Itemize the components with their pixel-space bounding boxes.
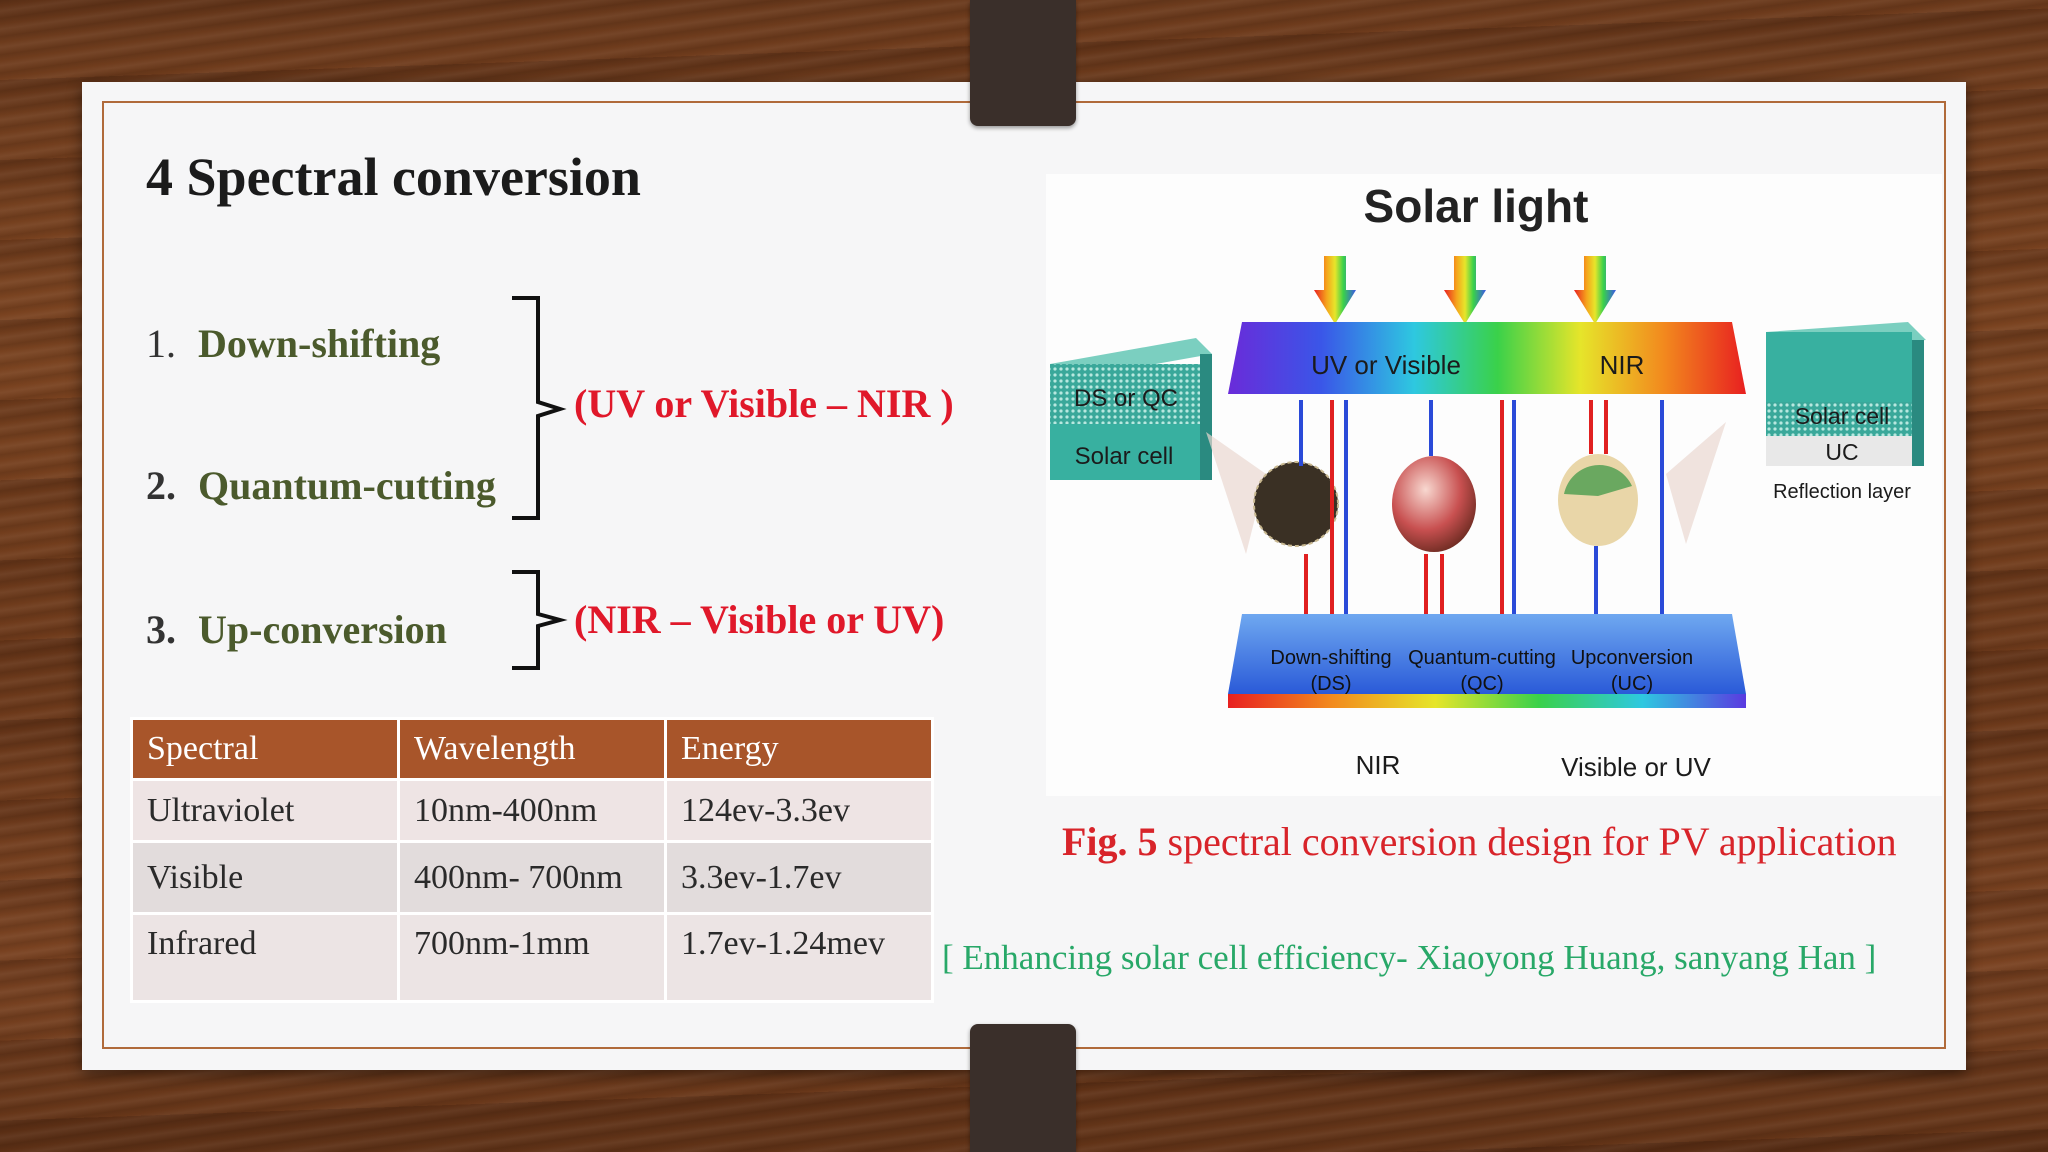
fig-proc-qc: Quantum-cutting <box>1408 647 1556 669</box>
table-cell: 400nm- 700nm <box>397 840 667 915</box>
reference-citation: [ Enhancing solar cell efficiency- Xiaoy… <box>942 938 1877 977</box>
fig-top-left-label: UV or Visible <box>1311 350 1461 380</box>
fig-left-top-label: DS or QC <box>1074 385 1178 412</box>
table-cell: Visible <box>130 840 400 915</box>
table-header: Energy <box>664 717 934 781</box>
top-spectrum-band <box>1228 322 1746 394</box>
table-cell: 700nm-1mm <box>397 912 667 1003</box>
figure-caption-text: spectral conversion design for PV applic… <box>1157 819 1897 864</box>
fig-proc-uc-abbr: (UC) <box>1611 673 1653 695</box>
fig-right-bottom-label: Reflection layer <box>1773 481 1911 503</box>
right-cell-block <box>1766 322 1926 466</box>
list-number: 3. <box>146 607 176 652</box>
process-band <box>1228 614 1746 694</box>
list-item-quantum-cutting: 2. Quantum-cutting <box>146 462 496 509</box>
table-row: Ultraviolet 10nm-400nm 124ev-3.3ev <box>130 778 934 843</box>
table-cell: 10nm-400nm <box>397 778 667 843</box>
table-row: Infrared 700nm-1mm 1.7ev-1.24mev <box>130 912 934 1003</box>
fig-right-top-label: Solar cell <box>1795 403 1890 429</box>
brace-ds-qc <box>512 296 567 520</box>
slide-title: 4 Spectral conversion <box>146 147 641 207</box>
list-label: Down-shifting <box>198 321 441 366</box>
range-uc: (NIR – Visible or UV) <box>574 597 945 642</box>
nanoparticle-spheres <box>1206 422 1726 554</box>
table-cell: 3.3ev-1.7ev <box>664 840 934 915</box>
fig-proc-ds: Down-shifting <box>1270 647 1391 669</box>
list-label: Up-conversion <box>198 607 447 652</box>
fig-bottom-right-label: Visible or UV <box>1561 752 1711 782</box>
fig-right-mid-label: UC <box>1825 439 1858 465</box>
table-cell: Ultraviolet <box>130 778 400 843</box>
fig-proc-qc-abbr: (QC) <box>1460 673 1503 695</box>
table-row: Visible 400nm- 700nm 3.3ev-1.7ev <box>130 840 934 915</box>
fig-proc-ds-abbr: (DS) <box>1310 673 1351 695</box>
fig-proc-uc: Upconversion <box>1571 647 1693 669</box>
brace-uc <box>512 570 568 670</box>
fig-bottom-left-label: NIR <box>1356 750 1401 780</box>
incoming-arrows <box>1314 256 1616 324</box>
fig-top-right-label: NIR <box>1600 350 1645 380</box>
spectral-table: Spectral Wavelength Energy Ultraviolet 1… <box>130 717 934 1003</box>
list-item-down-shifting: 1. Down-shifting <box>146 320 440 367</box>
bottom-spectrum-strip <box>1228 694 1746 708</box>
list-label: Quantum-cutting <box>198 463 496 508</box>
table-header: Spectral <box>130 717 400 781</box>
top-clip <box>970 0 1076 126</box>
range-ds-qc: (UV or Visible – NIR ) <box>574 381 954 426</box>
list-number: 1. <box>146 321 176 366</box>
table-cell: 124ev-3.3ev <box>664 778 934 843</box>
table-cell: 1.7ev-1.24mev <box>664 912 934 1003</box>
list-item-up-conversion: 3. Up-conversion <box>146 606 447 653</box>
conversion-arrows <box>1299 400 1664 614</box>
fig-solar-light: Solar light <box>1364 180 1589 232</box>
bottom-clip <box>970 1024 1076 1152</box>
list-number: 2. <box>146 463 176 508</box>
fig-left-bottom-label: Solar cell <box>1075 443 1174 470</box>
table-header: Wavelength <box>397 717 667 781</box>
spectral-conversion-figure: Solar light UV or Visible NIR DS or QC S… <box>1046 174 1942 796</box>
left-cell-block <box>1050 338 1212 480</box>
table-cell: Infrared <box>130 912 400 1003</box>
figure-label: Fig. 5 <box>1062 819 1158 864</box>
figure-caption: Fig. 5 spectral conversion design for PV… <box>1062 818 1897 865</box>
table-header-row: Spectral Wavelength Energy <box>130 717 934 781</box>
